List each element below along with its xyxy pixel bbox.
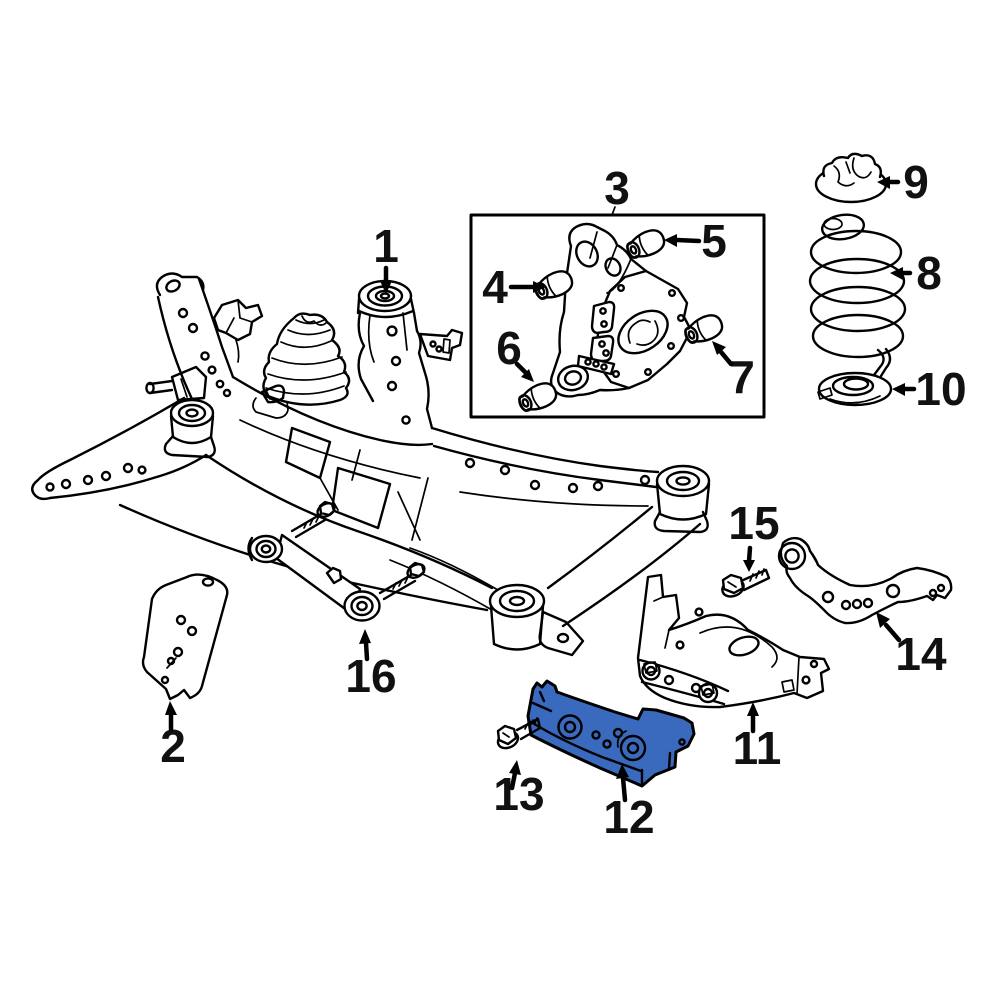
callout-15-label[interactable]: 15: [728, 497, 779, 549]
part-14-upper-arm[interactable]: [777, 536, 953, 625]
callout-14-label[interactable]: 14: [895, 628, 947, 680]
callout-10-label[interactable]: 10: [915, 363, 966, 415]
part-8-coil-spring[interactable]: [808, 212, 907, 387]
callout-7[interactable]: 7: [712, 341, 755, 403]
callout-14[interactable]: 14: [876, 612, 947, 680]
part-15-bolt[interactable]: [720, 568, 771, 600]
part-3-inset-box: [469, 206, 766, 419]
part-2-gusset-plate[interactable]: [141, 573, 229, 701]
callout-7-label[interactable]: 7: [729, 351, 755, 403]
callout-12[interactable]: 12: [603, 764, 655, 843]
part-10-spring-seat[interactable]: [817, 371, 893, 407]
callout-11[interactable]: 11: [733, 702, 782, 774]
callout-2[interactable]: 2: [160, 701, 186, 772]
callout-13-label[interactable]: 13: [493, 768, 544, 820]
callout-13[interactable]: 13: [493, 760, 545, 820]
callout-3-label[interactable]: 3: [604, 162, 630, 214]
callout-9-label[interactable]: 9: [903, 156, 929, 208]
callout-16[interactable]: 16: [345, 629, 397, 702]
callout-8-label[interactable]: 8: [916, 247, 942, 299]
subframe-crossmember[interactable]: [31, 272, 711, 657]
callout-15[interactable]: 15: [728, 497, 780, 572]
callout-9[interactable]: 9: [877, 156, 929, 208]
part-11-lower-arm[interactable]: [636, 573, 831, 709]
callout-8[interactable]: 8: [890, 247, 942, 299]
callout-3[interactable]: 3: [604, 162, 630, 214]
callout-5[interactable]: 5: [664, 215, 727, 267]
part-13-bolt[interactable]: [495, 717, 542, 751]
part-3-knuckle[interactable]: [549, 222, 693, 398]
part-12-bracket-highlighted[interactable]: [526, 679, 696, 788]
part-9-spring-insulator[interactable]: [814, 152, 888, 204]
callout-5-label[interactable]: 5: [701, 215, 727, 267]
callout-4-label[interactable]: 4: [482, 261, 508, 313]
part-16-link[interactable]: [247, 500, 427, 622]
callout-1[interactable]: 1: [373, 220, 399, 294]
callout-4[interactable]: 4: [482, 261, 546, 313]
callout-1-label[interactable]: 1: [373, 220, 399, 272]
part-7-bushing[interactable]: [680, 310, 727, 349]
callout-12-label[interactable]: 12: [603, 791, 654, 843]
callout-10[interactable]: 10: [892, 363, 967, 415]
callouts: 1 2 3 4 5 6 7: [160, 156, 966, 843]
callout-11-label[interactable]: 11: [733, 722, 782, 774]
callout-16-label[interactable]: 16: [345, 650, 396, 702]
callout-6[interactable]: 6: [496, 322, 534, 382]
